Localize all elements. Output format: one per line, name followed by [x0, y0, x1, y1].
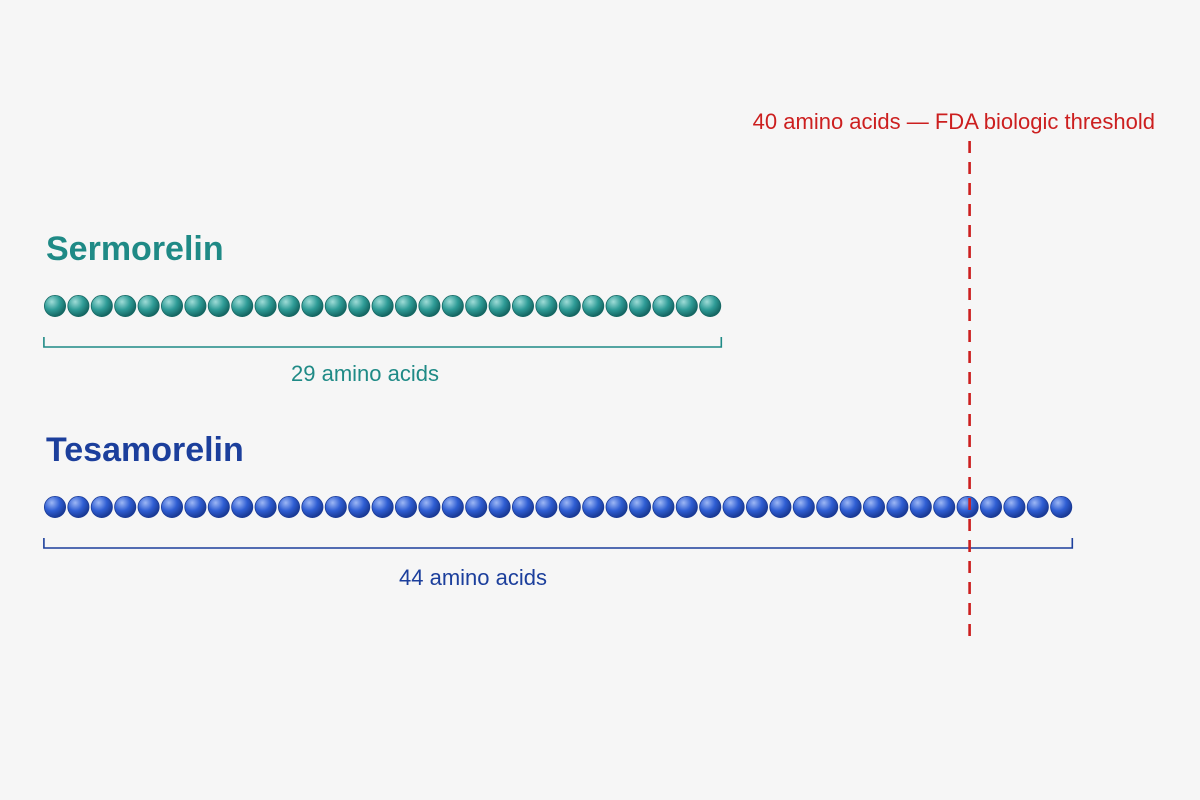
amino-acid-bead: [184, 294, 207, 317]
amino-acid-bead: [675, 294, 698, 317]
amino-acid-bead: [886, 495, 909, 518]
amino-acid-bead: [629, 294, 652, 317]
bracket-tesamorelin: [43, 538, 1074, 549]
amino-acid-bead: [816, 495, 839, 518]
amino-acid-bead: [277, 495, 300, 518]
amino-acid-bead: [535, 294, 558, 317]
amino-acid-bead: [371, 294, 394, 317]
amino-acid-bead: [558, 294, 581, 317]
count-label-sermorelin: 29 amino acids: [291, 361, 439, 386]
amino-acid-bead: [722, 495, 745, 518]
amino-acid-bead: [839, 495, 862, 518]
amino-acid-bead: [1050, 495, 1073, 518]
amino-acid-bead: [207, 495, 230, 518]
amino-acid-bead: [394, 495, 417, 518]
amino-acid-bead: [652, 495, 675, 518]
amino-acid-bead: [90, 294, 113, 317]
amino-acid-bead: [933, 495, 956, 518]
amino-acid-bead: [863, 495, 886, 518]
amino-acid-bead: [160, 495, 183, 518]
amino-acid-bead: [512, 495, 535, 518]
count-label-tesamorelin: 44 amino acids: [399, 565, 547, 590]
amino-acid-bead: [605, 294, 628, 317]
amino-acid-bead: [90, 495, 113, 518]
amino-acid-bead: [184, 495, 207, 518]
amino-acid-bead: [348, 294, 371, 317]
amino-acid-bead: [605, 495, 628, 518]
amino-acid-bead: [277, 294, 300, 317]
amino-acid-bead: [231, 495, 254, 518]
amino-acid-bead: [254, 495, 277, 518]
threshold-marker: 40 amino acids — FDA biologic threshold: [753, 109, 1155, 640]
threshold-label: 40 amino acids — FDA biologic threshold: [753, 109, 1155, 134]
amino-acid-bead: [44, 294, 67, 317]
amino-acid-bead: [792, 495, 815, 518]
amino-acid-bead: [324, 294, 347, 317]
amino-acid-bead: [207, 294, 230, 317]
amino-acid-bead: [535, 495, 558, 518]
amino-acid-bead: [488, 294, 511, 317]
chain-sermorelin: Sermorelin 29 amino acids: [43, 230, 723, 386]
amino-acid-bead: [348, 495, 371, 518]
amino-acid-bead: [418, 294, 441, 317]
amino-acid-bead: [488, 495, 511, 518]
amino-acid-bead: [465, 294, 488, 317]
amino-acid-bead: [371, 495, 394, 518]
amino-acid-bead: [769, 495, 792, 518]
amino-acid-bead: [394, 294, 417, 317]
amino-acid-bead: [67, 495, 90, 518]
amino-acid-bead: [114, 495, 137, 518]
amino-acid-bead: [465, 495, 488, 518]
amino-acid-bead: [746, 495, 769, 518]
amino-acid-bead: [512, 294, 535, 317]
amino-acid-bead: [1003, 495, 1026, 518]
amino-acid-bead: [231, 294, 254, 317]
amino-acid-bead: [441, 495, 464, 518]
amino-acid-bead: [324, 495, 347, 518]
bead-row-sermorelin: [44, 294, 722, 317]
amino-acid-bead: [699, 294, 722, 317]
amino-acid-bead: [160, 294, 183, 317]
amino-acid-bead: [44, 495, 67, 518]
amino-acid-bead: [67, 294, 90, 317]
amino-acid-bead: [558, 495, 581, 518]
amino-acid-bead: [582, 495, 605, 518]
amino-acid-bead: [980, 495, 1003, 518]
chain-title-sermorelin: Sermorelin: [46, 230, 224, 268]
amino-acid-bead: [699, 495, 722, 518]
amino-acid-bead: [254, 294, 277, 317]
amino-acid-bead: [956, 495, 979, 518]
amino-acid-bead: [114, 294, 137, 317]
chain-tesamorelin: Tesamorelin 44 amino acids: [43, 431, 1074, 590]
amino-acid-bead: [137, 294, 160, 317]
bead-row-tesamorelin: [44, 495, 1073, 518]
amino-acid-bead: [582, 294, 605, 317]
amino-acid-bead: [1026, 495, 1049, 518]
amino-acid-bead: [441, 294, 464, 317]
bracket-sermorelin: [43, 337, 723, 348]
amino-acid-bead: [629, 495, 652, 518]
amino-acid-bead: [909, 495, 932, 518]
amino-acid-bead: [301, 294, 324, 317]
amino-acid-bead: [675, 495, 698, 518]
chain-title-tesamorelin: Tesamorelin: [46, 431, 244, 469]
amino-acid-bead: [301, 495, 324, 518]
amino-acid-bead: [137, 495, 160, 518]
amino-acid-bead: [418, 495, 441, 518]
amino-acid-bead: [652, 294, 675, 317]
